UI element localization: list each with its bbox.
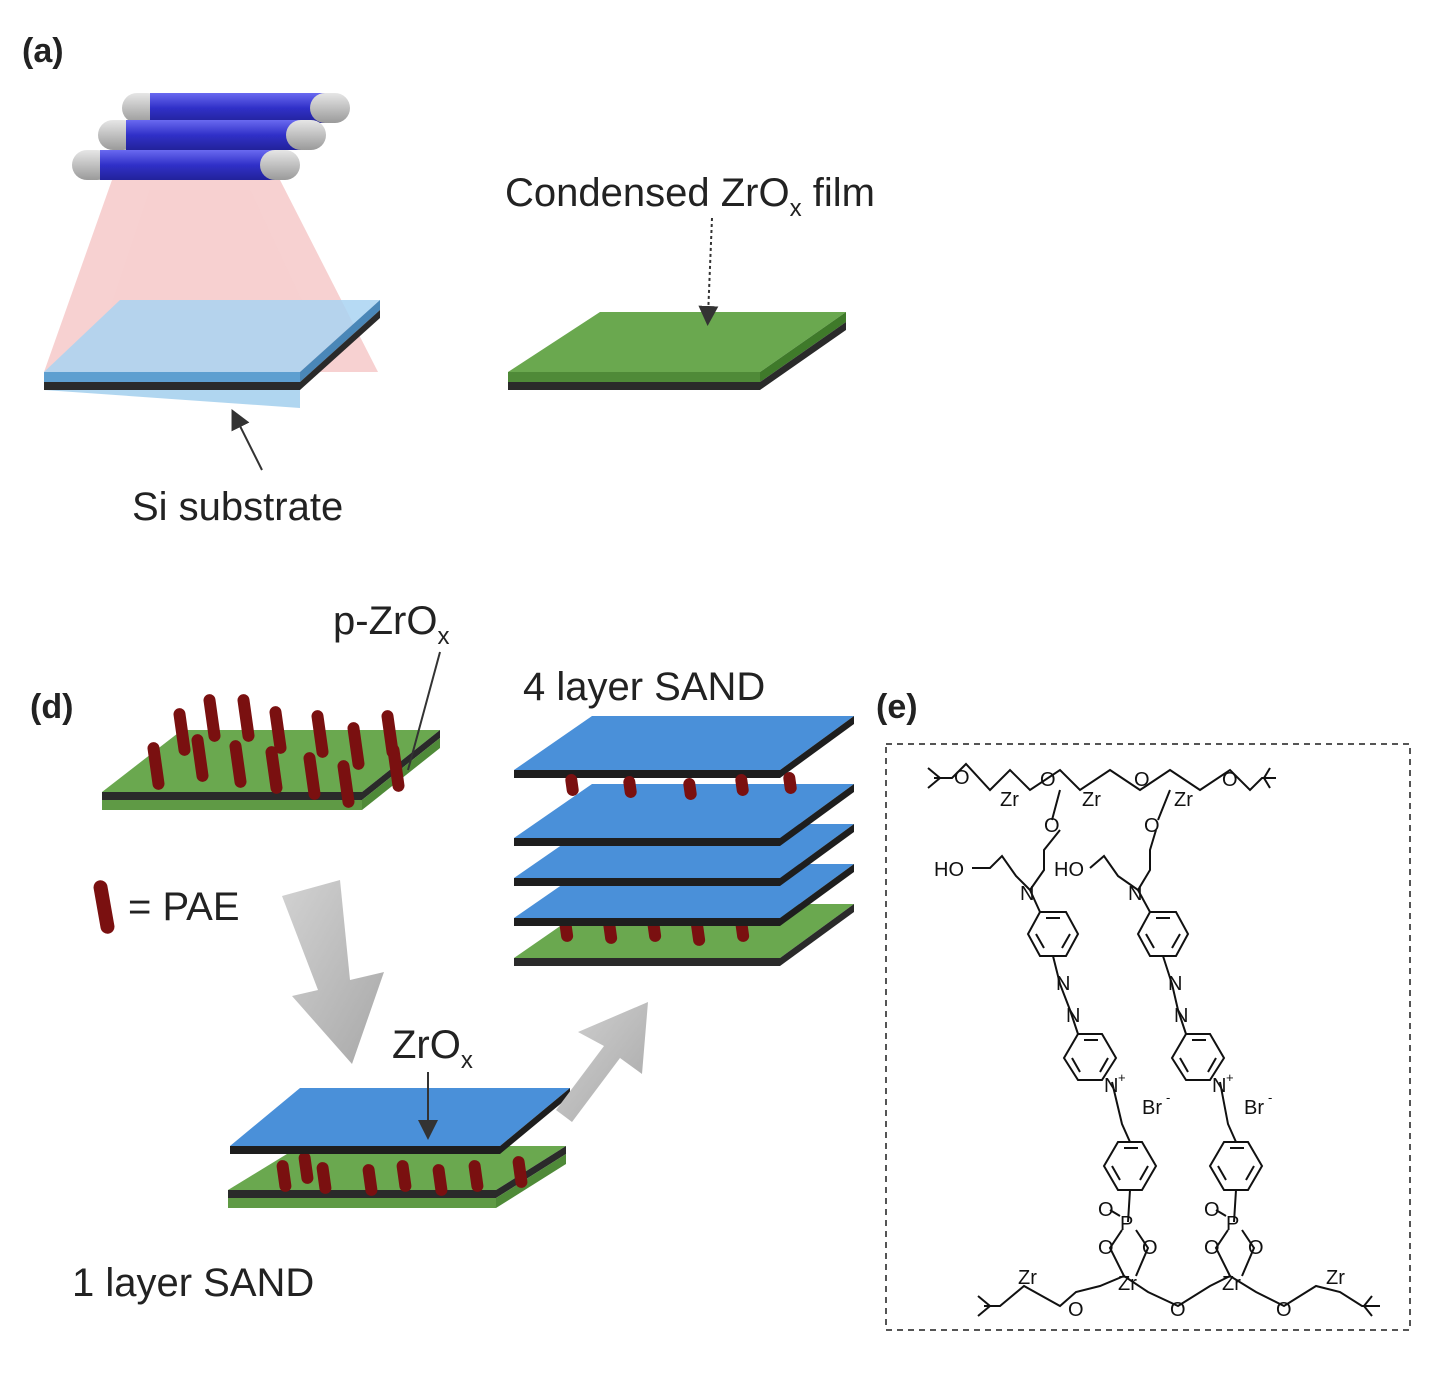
svg-text:Zr: Zr	[1174, 789, 1193, 811]
four-layer-sand-stack	[514, 716, 854, 966]
svg-text:O: O	[1204, 1237, 1220, 1259]
pae-molecule	[623, 776, 637, 798]
svg-text:O: O	[1098, 1199, 1114, 1221]
condensed-film-label: Condensed ZrOx film	[505, 171, 875, 222]
pae-molecule	[191, 734, 209, 782]
stack-layer	[514, 784, 854, 838]
uv-lamp	[98, 120, 326, 150]
pae-molecule	[298, 1152, 314, 1184]
pae-molecule	[347, 722, 365, 770]
chemical-structure-frame	[885, 743, 1411, 1331]
pae-molecule	[269, 706, 287, 754]
svg-text:O: O	[954, 767, 970, 789]
process-arrow-down	[282, 880, 384, 1064]
one-layer-sand-label: 1 layer SAND	[72, 1261, 314, 1305]
pae-molecule	[237, 694, 255, 742]
pae-molecule	[468, 1160, 484, 1192]
panel-label-a: (a)	[22, 32, 64, 70]
svg-text:HO: HO	[934, 859, 964, 881]
four-layer-sand-label: 4 layer SAND	[523, 665, 765, 709]
svg-text:Zr: Zr	[1118, 1273, 1137, 1295]
pae-molecule	[387, 744, 405, 792]
pae-molecule	[396, 1160, 412, 1192]
svg-text:O: O	[1142, 1237, 1158, 1259]
svg-text:N: N	[1104, 1075, 1118, 1097]
pae-molecules	[276, 1152, 528, 1196]
process-arrow-up	[556, 1002, 648, 1122]
svg-text:N: N	[1174, 1005, 1188, 1027]
pae-molecule	[147, 742, 165, 790]
svg-text:O: O	[1044, 815, 1060, 837]
svg-text:Br: Br	[1142, 1097, 1162, 1119]
svg-text:O: O	[1248, 1237, 1264, 1259]
pae-molecule	[512, 1156, 528, 1188]
condensed-zrox-film	[508, 312, 846, 390]
uv-lamp	[72, 150, 300, 180]
svg-text:Zr: Zr	[1000, 789, 1019, 811]
svg-text:-: -	[1268, 1090, 1272, 1105]
pae-legend-icon	[93, 880, 115, 934]
svg-text:HO: HO	[1054, 859, 1084, 881]
svg-text:Br: Br	[1244, 1097, 1264, 1119]
zrox-label: ZrOx	[392, 1023, 473, 1074]
svg-text:O: O	[1204, 1199, 1220, 1221]
condensed-film-pointer	[698, 217, 719, 326]
svg-text:O: O	[1276, 1299, 1292, 1321]
pae-molecule	[265, 746, 283, 794]
uv-lamp-array	[72, 93, 350, 180]
si-substrate-plate	[44, 300, 380, 408]
pae-molecule	[303, 752, 321, 800]
svg-text:N: N	[1212, 1075, 1226, 1097]
svg-text:P: P	[1120, 1213, 1133, 1235]
svg-text:O: O	[1040, 769, 1056, 791]
svg-text:Zr: Zr	[1082, 789, 1101, 811]
panel-label-d: (d)	[30, 688, 73, 726]
svg-text:P: P	[1226, 1213, 1239, 1235]
pae-molecule	[362, 1164, 378, 1196]
pae-molecule	[337, 760, 355, 808]
chemical-structure	[927, 762, 1380, 1317]
uv-lamp	[122, 93, 350, 123]
svg-text:O: O	[1068, 1299, 1084, 1321]
pae-molecule	[316, 1162, 332, 1194]
pae-molecule	[432, 1164, 448, 1196]
pae-molecule	[229, 740, 247, 788]
svg-text:N: N	[1128, 883, 1142, 905]
svg-text:O: O	[1098, 1237, 1114, 1259]
one-layer-sand-stack	[228, 1088, 570, 1208]
panel-label-e: (e)	[876, 688, 918, 726]
svg-text:Zr: Zr	[1222, 1273, 1241, 1295]
svg-text:O: O	[1144, 815, 1160, 837]
svg-text:O: O	[1222, 769, 1238, 791]
stack-layer	[514, 716, 854, 770]
pae-legend-label: = PAE	[128, 885, 240, 929]
svg-text:Zr: Zr	[1018, 1267, 1037, 1289]
pae-molecules	[147, 694, 405, 808]
svg-text:+: +	[1226, 1070, 1234, 1085]
pae-molecule	[783, 772, 797, 794]
pae-molecule	[276, 1160, 292, 1192]
pae-legend: = PAE	[93, 880, 240, 934]
svg-text:N: N	[1168, 973, 1182, 995]
pae-molecule	[203, 694, 221, 742]
svg-text:O: O	[1170, 1299, 1186, 1321]
pae-molecule	[735, 774, 749, 796]
svg-text:N: N	[1056, 973, 1070, 995]
svg-text:+: +	[1118, 1070, 1126, 1085]
si-substrate-label: Si substrate	[132, 485, 343, 529]
svg-text:N: N	[1066, 1005, 1080, 1027]
pae-molecule	[173, 708, 191, 756]
svg-text:O: O	[1134, 769, 1150, 791]
si-substrate-pointer	[231, 409, 263, 471]
p-zrox-label: p-ZrOx	[333, 599, 449, 650]
pae-molecule	[565, 774, 579, 796]
svg-text:-: -	[1166, 1090, 1170, 1105]
svg-text:Zr: Zr	[1326, 1267, 1345, 1289]
pae-molecule	[311, 710, 329, 758]
pae-molecule	[683, 778, 697, 800]
chemical-atom-labels: O Zr O Zr O Zr O O O HO HO N N N N N N N…	[934, 767, 1345, 1321]
svg-text:N: N	[1020, 883, 1034, 905]
p-zrox-pointer	[407, 651, 441, 771]
